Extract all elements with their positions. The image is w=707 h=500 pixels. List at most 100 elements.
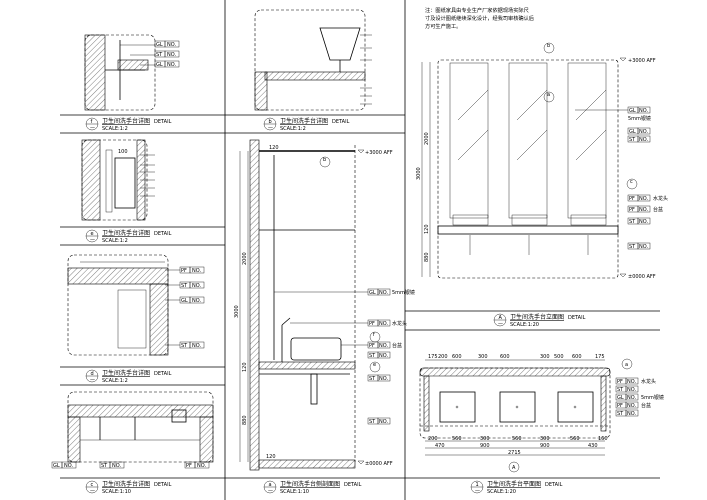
total-dimension: 2715 xyxy=(508,450,521,456)
svg-text:SCALE:1:2: SCALE:1:2 xyxy=(102,126,128,132)
dimension-text: 880 xyxy=(424,252,430,262)
svg-text:DETAIL: DETAIL xyxy=(568,315,586,321)
tag-st: ST NO. xyxy=(179,281,205,289)
svg-text:GL: GL xyxy=(617,395,624,401)
svg-text:—: — xyxy=(268,488,273,494)
svg-text:SCALE:1:2: SCALE:1:2 xyxy=(102,238,128,244)
svg-text:ST: ST xyxy=(181,343,188,349)
svg-text:a: a xyxy=(269,482,272,488)
svg-text:NO.: NO. xyxy=(379,376,388,382)
sheet-frame xyxy=(60,0,660,500)
svg-text:PF: PF xyxy=(629,207,635,213)
svg-text:台盆: 台盆 xyxy=(641,402,651,409)
svg-text:—: — xyxy=(475,488,480,494)
svg-text:水龙头: 水龙头 xyxy=(641,378,656,385)
svg-text:NO.: NO. xyxy=(379,321,388,327)
svg-text:1: 1 xyxy=(476,482,479,488)
svg-text:ST: ST xyxy=(629,219,636,225)
svg-text:GL: GL xyxy=(53,463,60,469)
svg-text:PF: PF xyxy=(629,196,635,202)
svg-text:NO.: NO. xyxy=(639,137,648,143)
plan-1-drawing: 175 200 600 300 600 300 500 600 175 200 … xyxy=(419,354,664,473)
svg-text:300: 300 xyxy=(478,354,488,360)
svg-text:水龙头: 水龙头 xyxy=(392,320,407,327)
svg-text:NO.: NO. xyxy=(639,129,648,135)
dimension-text: 120 xyxy=(242,362,248,372)
dimension-text: 120 xyxy=(424,224,430,234)
svg-text:600: 600 xyxy=(500,354,510,360)
svg-text:ST: ST xyxy=(617,387,624,393)
svg-text:5mm银镜: 5mm银镜 xyxy=(641,394,664,401)
svg-text:GL: GL xyxy=(629,108,636,114)
svg-text:ST: ST xyxy=(181,283,188,289)
svg-text:A: A xyxy=(512,465,516,471)
svg-text:ST: ST xyxy=(369,376,376,382)
svg-text:e: e xyxy=(373,362,376,368)
level-mark: +3000 AFF xyxy=(365,150,393,156)
svg-text:900: 900 xyxy=(480,443,490,449)
svg-text:卫生间洗手台平面图: 卫生间洗手台平面图 xyxy=(487,480,541,488)
dimension-text: 2000 xyxy=(424,132,430,145)
svg-text:470: 470 xyxy=(435,443,445,449)
svg-text:b: b xyxy=(323,157,326,163)
level-mark: ±0000 AFF xyxy=(365,461,393,467)
general-note: 注：图纸家具由专业生产厂家依据现场实际尺 寸及设计图纸继续深化设计，经我司审核确… xyxy=(425,6,534,30)
svg-text:NO.: NO. xyxy=(167,52,176,58)
note-line: 寸及设计图纸继续深化设计，经我司审核确认后 xyxy=(425,14,534,22)
dimension-text: 120 xyxy=(269,145,279,151)
svg-text:DETAIL: DETAIL xyxy=(154,231,172,237)
svg-text:水龙头: 水龙头 xyxy=(653,195,668,202)
svg-text:NO.: NO. xyxy=(379,353,388,359)
svg-text:600: 600 xyxy=(572,354,582,360)
svg-text:SCALE:1:10: SCALE:1:10 xyxy=(280,489,309,495)
svg-text:600: 600 xyxy=(452,354,462,360)
svg-text:560: 560 xyxy=(512,436,522,442)
level-mark: +3000 AFF xyxy=(628,58,656,64)
svg-text:NO.: NO. xyxy=(639,244,648,250)
svg-text:卫生间洗手台详图: 卫生间洗手台详图 xyxy=(102,229,150,237)
svg-text:PF: PF xyxy=(369,321,375,327)
svg-text:a: a xyxy=(547,92,550,98)
svg-text:SCALE:1:10: SCALE:1:10 xyxy=(102,489,131,495)
svg-text:ST: ST xyxy=(629,137,636,143)
svg-text:卫生间洗手台详图: 卫生间洗手台详图 xyxy=(102,369,150,377)
dimension-text: 880 xyxy=(242,415,248,425)
svg-text:NO.: NO. xyxy=(639,207,648,213)
svg-text:PF: PF xyxy=(181,268,187,274)
svg-text:b: b xyxy=(547,43,550,49)
svg-text:NO.: NO. xyxy=(192,343,201,349)
svg-text:300: 300 xyxy=(540,354,550,360)
svg-text:ST: ST xyxy=(156,52,163,58)
detail-e-drawing: 100 xyxy=(81,139,155,221)
level-mark: ±0000 AFF xyxy=(628,274,656,280)
tag-st: ST NO. xyxy=(154,50,180,58)
svg-text:c: c xyxy=(630,179,633,185)
svg-text:—: — xyxy=(268,125,273,131)
svg-text:200: 200 xyxy=(428,436,438,442)
svg-text:200: 200 xyxy=(438,354,448,360)
svg-text:430: 430 xyxy=(588,443,598,449)
svg-text:175: 175 xyxy=(428,354,438,360)
dimension-text: 3000 xyxy=(234,305,240,318)
detail-b-drawing xyxy=(254,9,372,111)
svg-text:560: 560 xyxy=(452,436,462,442)
tag-st: ST NO. xyxy=(179,341,205,349)
svg-text:—: — xyxy=(90,125,95,131)
svg-text:DETAIL: DETAIL xyxy=(344,482,362,488)
svg-text:NO.: NO. xyxy=(639,196,648,202)
svg-text:NO.: NO. xyxy=(192,283,201,289)
svg-text:f: f xyxy=(91,119,93,125)
svg-text:DETAIL: DETAIL xyxy=(332,119,350,125)
svg-text:SCALE:1:2: SCALE:1:2 xyxy=(280,126,306,132)
svg-text:—: — xyxy=(90,488,95,494)
svg-text:PF: PF xyxy=(617,379,623,385)
